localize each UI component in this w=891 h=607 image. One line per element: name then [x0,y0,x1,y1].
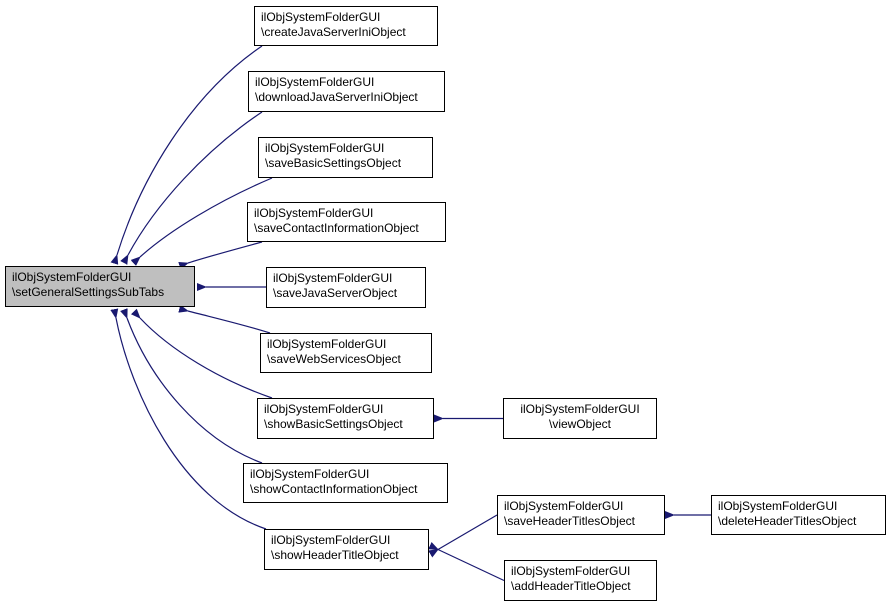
node-method: \deleteHeaderTitlesObject [718,514,857,528]
node-class: ilObjSystemFolderGUI [273,271,393,285]
node-method: \showBasicSettingsObject [264,417,403,431]
edge-saveHeaderTitles-to-showHeader [428,514,498,558]
node-method: \downloadJavaServerIniObject [255,90,418,104]
edge-saveContact-to-root [178,241,263,270]
edge-downloadJava-to-root [120,111,263,265]
node-downloadJava[interactable]: ilObjSystemFolderGUI \downloadJavaServer… [248,71,445,112]
node-class: ilObjSystemFolderGUI [271,533,391,547]
edge-showHeader-to-root [110,308,267,530]
node-method: \setGeneralSettingsSubTabs [12,285,165,299]
node-class: ilObjSystemFolderGUI [12,270,132,284]
edge-showBasic-to-root [130,308,273,399]
node-method: \saveJavaServerObject [273,286,398,300]
node-method: \saveHeaderTitlesObject [504,514,635,528]
node-method: \saveBasicSettingsObject [265,156,402,170]
node-method: \showHeaderTitleObject [271,548,399,562]
node-method: \showContactInformationObject [250,482,418,496]
edge-saveWeb-to-root [178,304,271,334]
edge-createJava-to-root [110,45,263,265]
node-class: ilObjSystemFolderGUI [504,499,624,513]
node-saveWeb[interactable]: ilObjSystemFolderGUI \saveWebServicesObj… [260,333,432,373]
node-saveJava[interactable]: ilObjSystemFolderGUI \saveJavaServerObje… [266,267,426,308]
node-class: ilObjSystemFolderGUI [254,206,374,220]
node-class: ilObjSystemFolderGUI [264,402,384,416]
node-showBasic[interactable]: ilObjSystemFolderGUI \showBasicSettingsO… [257,398,434,439]
node-method: \saveContactInformationObject [254,221,419,235]
node-method: \addHeaderTitleObject [511,579,631,593]
node-saveHeaderTitles[interactable]: ilObjSystemFolderGUI \saveHeaderTitlesOb… [497,495,665,535]
node-class: ilObjSystemFolderGUI [520,402,640,416]
node-showHeader[interactable]: ilObjSystemFolderGUI \showHeaderTitleObj… [264,529,429,570]
node-class: ilObjSystemFolderGUI [255,75,375,89]
node-showContact[interactable]: ilObjSystemFolderGUI \showContactInforma… [243,463,448,503]
node-viewObject[interactable]: ilObjSystemFolderGUI \viewObject [503,398,657,439]
node-method: \viewObject [548,417,612,431]
edge-addHeader-to-showHeader [428,542,505,582]
node-class: ilObjSystemFolderGUI [261,10,381,24]
node-createJava[interactable]: ilObjSystemFolderGUI \createJavaServerIn… [254,6,438,46]
node-method: \createJavaServerIniObject [261,25,406,39]
edge-saveBasic-to-root [130,177,273,266]
node-class: ilObjSystemFolderGUI [265,141,385,155]
node-saveContact[interactable]: ilObjSystemFolderGUI \saveContactInforma… [247,202,446,242]
node-class: ilObjSystemFolderGUI [718,499,838,513]
node-addHeader[interactable]: ilObjSystemFolderGUI \addHeaderTitleObje… [504,560,657,601]
node-method: \saveWebServicesObject [267,352,401,366]
node-saveBasic[interactable]: ilObjSystemFolderGUI \saveBasicSettingsO… [258,137,433,178]
node-class: ilObjSystemFolderGUI [511,564,631,578]
node-class: ilObjSystemFolderGUI [250,467,370,481]
node-deleteHeader[interactable]: ilObjSystemFolderGUI \deleteHeaderTitles… [711,495,886,535]
node-class: ilObjSystemFolderGUI [267,337,387,351]
node-root: ilObjSystemFolderGUI \setGeneralSettings… [5,266,195,307]
edge-showContact-to-root [120,308,263,464]
